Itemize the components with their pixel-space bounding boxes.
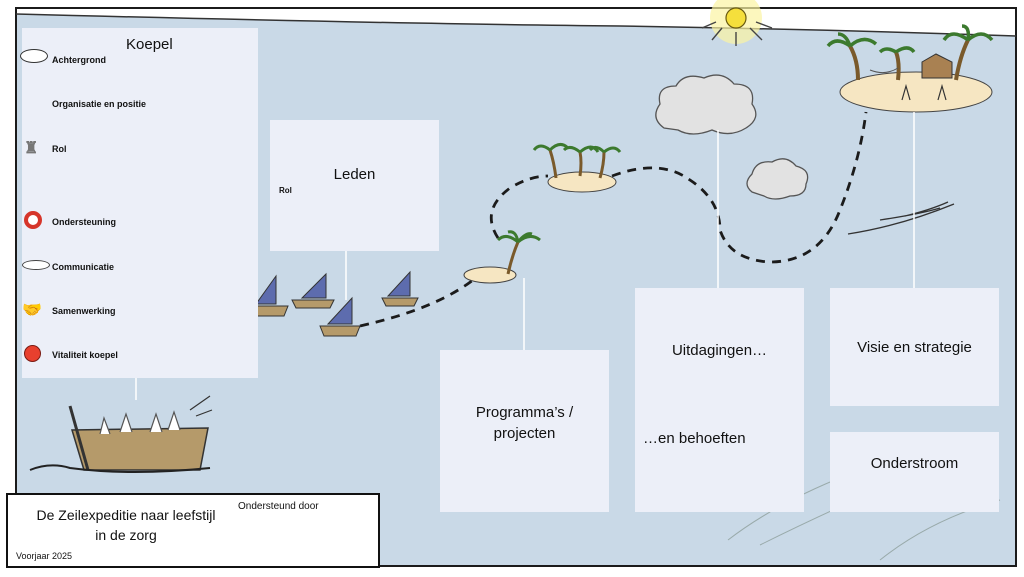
- wind-strokes: [847, 201, 955, 235]
- connector-lines: [135, 112, 915, 400]
- footer-title: De Zeilexpeditie naar leefstijl in de zo…: [36, 507, 216, 543]
- footer-supported-by: Ondersteund door: [238, 501, 319, 512]
- sailing-route: [359, 111, 868, 328]
- sun-icon: [701, 0, 773, 46]
- footer-date: Voorjaar 2025: [16, 551, 73, 561]
- apple-icon: [24, 345, 41, 362]
- koepel-item-rol: ♜ Rol: [24, 140, 67, 157]
- uitdagingen-title: Uitdagingen…: [671, 342, 768, 359]
- footer-box: De Zeilexpeditie naar leefstijl in de zo…: [6, 493, 380, 568]
- koepel-item-label: Vitaliteit koepel: [52, 350, 118, 360]
- palm-island-medium: [532, 143, 622, 193]
- koepel-item-vitaliteit: Vitaliteit koepel: [24, 345, 118, 362]
- sailboat-3: [319, 296, 361, 337]
- palm-island-small: [463, 230, 541, 284]
- onderstroom-title: Onderstroom: [870, 455, 959, 472]
- lifebuoy-icon: [24, 211, 42, 229]
- skittles-icon: ♜: [24, 140, 39, 157]
- koepel-item-label: Achtergrond: [52, 55, 106, 65]
- cloud-icon-small: [746, 158, 809, 200]
- koepel-item-communicatie: Communicatie: [22, 260, 115, 272]
- leden-title: Leden: [333, 166, 376, 183]
- people-on-raft-icon: [20, 49, 48, 63]
- uitdagingen-panel: Uitdagingen… …en behoeften: [635, 288, 804, 512]
- leden-panel: Leden Rol: [270, 120, 439, 251]
- koepel-item-label: Ondersteuning: [52, 217, 117, 227]
- leden-rol-label: Rol: [279, 186, 292, 195]
- sailboat-2: [291, 272, 335, 309]
- meeting-table-icon: [22, 260, 50, 270]
- frame-border: [15, 7, 1017, 567]
- onderstroom-panel: Onderstroom: [830, 432, 999, 512]
- uitdagingen-subtitle: …en behoeften: [643, 430, 746, 447]
- visie-panel: Visie en strategie: [830, 288, 999, 406]
- sailboat-4: [381, 270, 419, 307]
- handshake-icon: 🤝: [22, 302, 42, 319]
- koepel-item-organisatie: Organisatie en positie: [52, 99, 146, 109]
- programmas-panel: Programma’s / projecten: [440, 350, 609, 512]
- koepel-title: Koepel: [126, 36, 173, 53]
- koepel-item-label: Samenwerking: [52, 306, 116, 316]
- visie-title: Visie en strategie: [857, 339, 972, 356]
- rowing-boat-icon: [29, 395, 213, 473]
- koepel-panel: Koepel Achtergrond Organisatie en positi…: [20, 28, 258, 378]
- koepel-item-samenwerking: 🤝 Samenwerking: [22, 302, 116, 319]
- koepel-item-label: Rol: [52, 144, 67, 154]
- koepel-item-label: Communicatie: [52, 262, 115, 272]
- destination-island: [826, 24, 994, 113]
- koepel-item-label: Organisatie en positie: [52, 99, 147, 109]
- programmas-title: Programma’s / projecten: [475, 404, 574, 442]
- koepel-item-ondersteuning: Ondersteuning: [24, 211, 117, 229]
- koepel-item-achtergrond: Achtergrond: [20, 49, 106, 65]
- horizon-line: [15, 13, 1017, 37]
